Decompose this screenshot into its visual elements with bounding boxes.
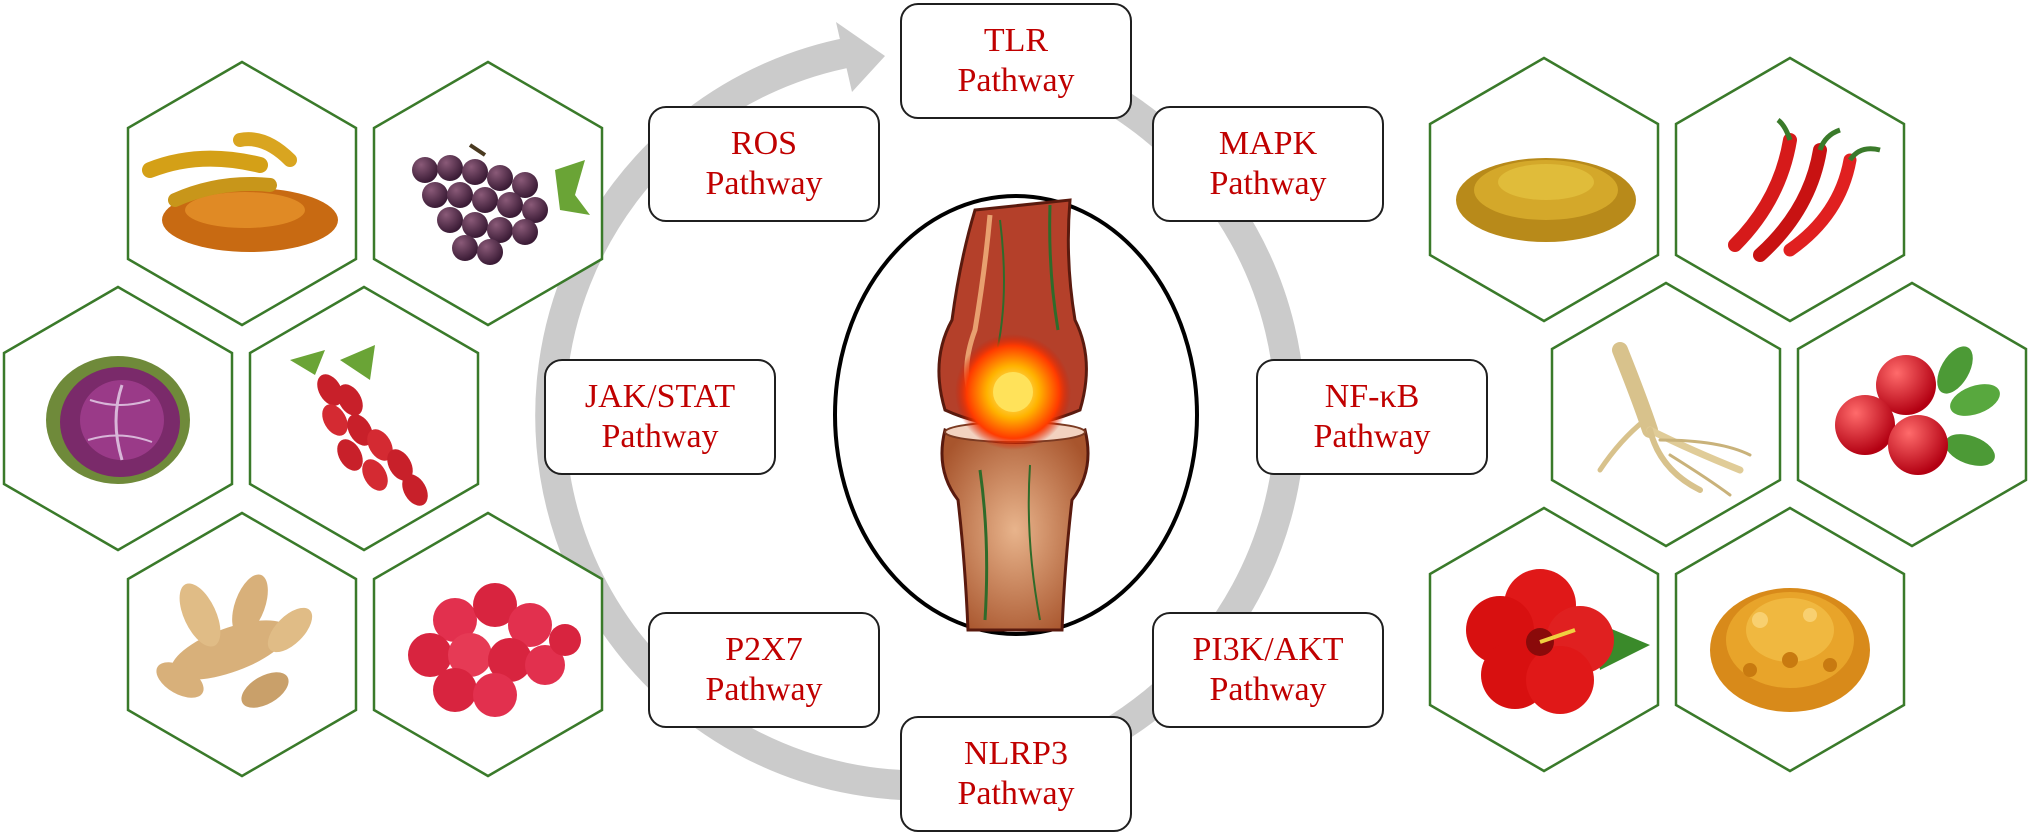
red-cabbage-icon — [46, 356, 190, 484]
nlrp3-pathway-box: NLRP3 Pathway — [900, 716, 1132, 832]
inflamed-knee-joint-icon — [937, 198, 1090, 632]
mapk-pathway-box: MAPK Pathway — [1152, 106, 1384, 222]
mapk-pathway-name: MAPK — [1218, 125, 1318, 162]
left-food-hexagons — [2, 60, 604, 778]
nlrp3-pathway-label: Pathway — [957, 775, 1075, 812]
pi3k-akt-pathway-label: Pathway — [1209, 671, 1327, 708]
turmeric-hexagon — [126, 60, 358, 327]
red-cabbage-hexagon — [2, 285, 234, 552]
ros-pathway-name: ROS — [730, 125, 798, 162]
nfkb-pathway-box: NF-κB Pathway — [1256, 359, 1488, 475]
fenugreek-seeds-icon — [1456, 158, 1636, 242]
chili-peppers-icon — [1728, 117, 1881, 262]
goji-berries-hexagon — [248, 285, 480, 552]
fenugreek-hexagon — [1428, 56, 1660, 323]
jak-stat-pathway-box: JAK/STAT Pathway — [544, 359, 776, 475]
ginseng-root-icon — [1597, 342, 1752, 497]
nfkb-pathway-label: Pathway — [1313, 418, 1431, 455]
goji-berries-icon — [290, 345, 428, 506]
nlrp3-pathway-name: NLRP3 — [964, 735, 1068, 772]
tlr-pathway-box: TLR Pathway — [900, 3, 1132, 119]
cranberries-icon — [1835, 346, 2000, 475]
hibiscus-hexagon — [1428, 506, 1660, 773]
p2x7-pathway-box: P2X7 Pathway — [648, 612, 880, 728]
turmeric-icon — [142, 132, 338, 252]
jak-stat-pathway-label: Pathway — [601, 418, 719, 455]
raspberries-hexagon — [372, 511, 604, 778]
tlr-pathway-name: TLR — [983, 22, 1049, 59]
pi3k-akt-pathway-name: PI3K/AKT — [1192, 631, 1344, 668]
ginseng-hexagon — [1550, 281, 1782, 548]
right-food-hexagons — [1428, 56, 2028, 773]
mapk-pathway-label: Pathway — [1209, 165, 1327, 202]
cranberries-hexagon — [1796, 281, 2028, 548]
tlr-pathway-label: Pathway — [957, 62, 1075, 99]
pi3k-akt-pathway-box: PI3K/AKT Pathway — [1152, 612, 1384, 728]
ginger-icon — [156, 574, 313, 708]
ginger-hexagon — [126, 511, 358, 778]
frankincense-hexagon — [1674, 506, 1906, 773]
knee-joint-illustration — [833, 194, 1199, 636]
nfkb-pathway-name: NF-κB — [1324, 378, 1420, 415]
chili-peppers-hexagon — [1674, 56, 1906, 323]
frankincense-resin-icon — [1710, 588, 1870, 712]
grapes-hexagon — [372, 60, 604, 327]
ros-pathway-label: Pathway — [705, 165, 823, 202]
p2x7-pathway-label: Pathway — [705, 671, 823, 708]
raspberries-icon — [408, 583, 581, 717]
p2x7-pathway-name: P2X7 — [725, 631, 803, 668]
jak-stat-pathway-name: JAK/STAT — [584, 378, 736, 415]
ros-pathway-box: ROS Pathway — [648, 106, 880, 222]
grapes-icon — [412, 143, 590, 265]
hibiscus-flower-icon — [1466, 569, 1650, 714]
